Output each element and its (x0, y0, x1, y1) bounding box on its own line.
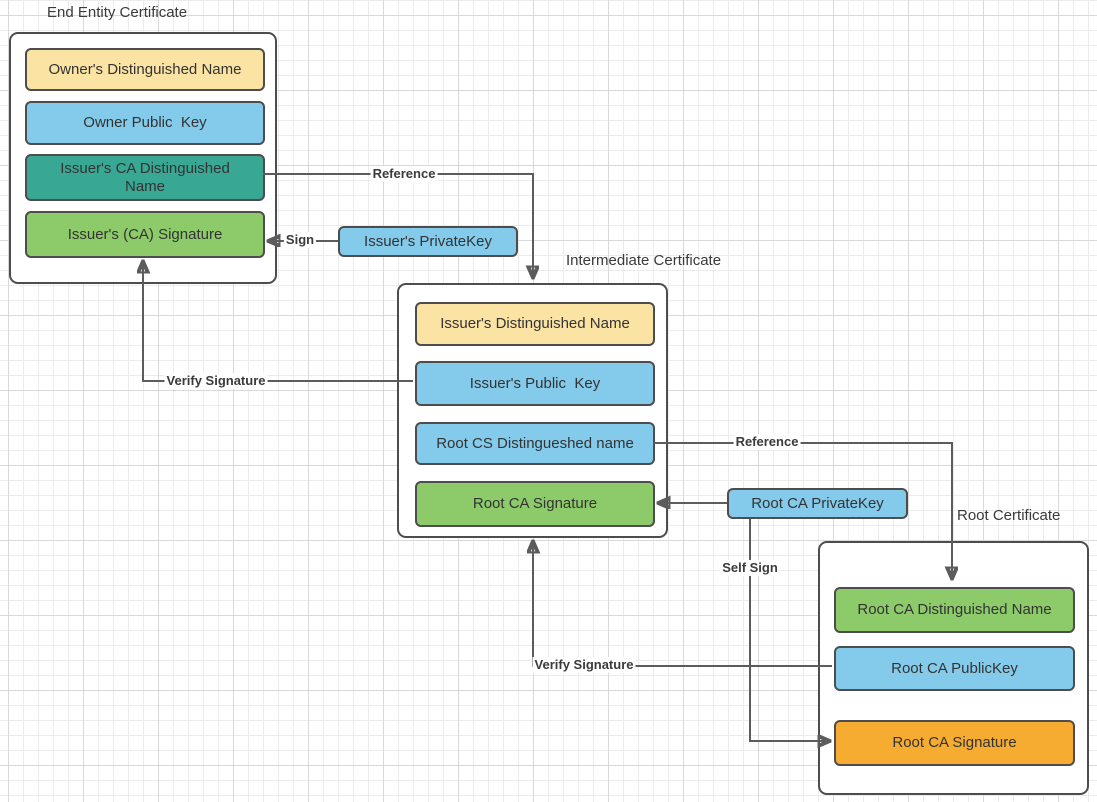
connector-verify-signature-2 (533, 543, 832, 667)
connector-self-sign (749, 519, 828, 741)
end-entity-certificate-title: End Entity Certificate (47, 4, 188, 21)
field-issuers-ca-signature: Issuer's (CA) Signature (25, 211, 265, 258)
intermediate-certificate-title: Intermediate Certificate (566, 252, 722, 269)
field-root-ca-publickey: Root CA PublicKey (834, 646, 1075, 691)
field-root-ca-distinguished-name: Root CA Distinguished Name (834, 587, 1075, 633)
root-ca-privatekey-box: Root CA PrivateKey (727, 488, 908, 519)
connector-label-verify-signature-1: Verify Signature (164, 373, 268, 389)
connector-label-reference-2: Reference (733, 434, 801, 450)
connector-label-self-sign: Self Sign (720, 560, 780, 576)
connector-reference-1 (263, 173, 533, 276)
root-certificate-title: Root Certificate (957, 507, 1061, 524)
field-root-ca-signature-intermediate: Root CA Signature (415, 481, 655, 527)
connector-label-sign: Sign (283, 232, 317, 248)
intermediate-certificate-box: Issuer's Distinguished Name Issuer's Pub… (397, 283, 668, 538)
issuers-privatekey-box: Issuer's PrivateKey (338, 226, 518, 257)
connector-label-reference-1: Reference (370, 166, 438, 182)
field-issuers-distinguished-name: Issuer's Distinguished Name (415, 302, 655, 346)
field-root-ca-signature-root: Root CA Signature (834, 720, 1075, 766)
field-owner-public-key: Owner Public Key (25, 101, 265, 145)
field-issuers-ca-distinguished-name: Issuer's CA Distinguished Name (25, 154, 265, 201)
end-entity-certificate-box: Owner's Distinguished Name Owner Public … (9, 32, 277, 284)
field-owners-distinguished-name: Owner's Distinguished Name (25, 48, 265, 91)
field-issuers-public-key: Issuer's Public Key (415, 361, 655, 406)
field-root-cs-distingueshed-name: Root CS Distingueshed name (415, 422, 655, 465)
connector-label-verify-signature-2: Verify Signature (532, 657, 636, 673)
connector-verify-signature-1 (143, 263, 413, 382)
root-certificate-box: Root CA Distinguished Name Root CA Publi… (818, 541, 1089, 795)
